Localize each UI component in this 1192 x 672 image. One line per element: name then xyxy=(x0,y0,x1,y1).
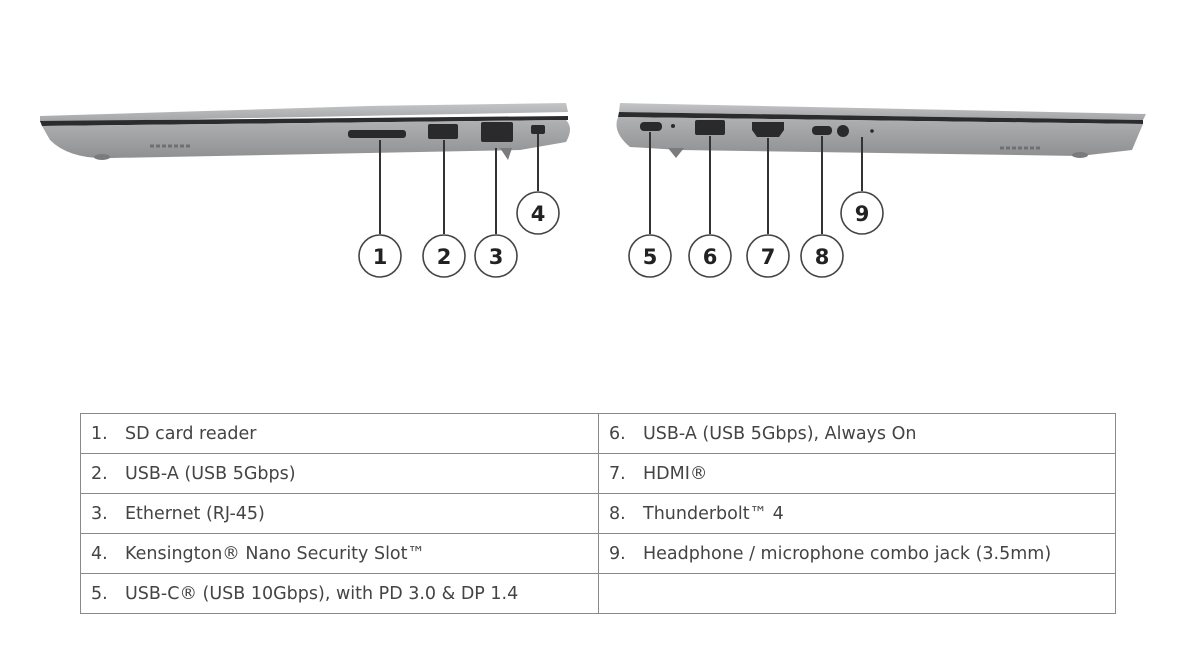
callout-3 xyxy=(474,234,518,278)
port-label: SD card reader xyxy=(125,423,257,444)
port-number: 1. xyxy=(91,423,108,444)
port-cell: 8. Thunderbolt™ 4 xyxy=(598,493,1116,534)
callout-9 xyxy=(840,191,884,235)
port-number: 3. xyxy=(91,503,108,524)
port-label: USB-A (USB 5Gbps), Always On xyxy=(643,423,917,444)
usb-c-port xyxy=(640,122,662,131)
callout-label-7: 7 xyxy=(761,245,776,269)
callout-label-6: 6 xyxy=(703,245,718,269)
callout-label-5: 5 xyxy=(643,245,658,269)
callout-1 xyxy=(358,234,402,278)
port-label: Ethernet (RJ-45) xyxy=(125,503,265,524)
laptop-right-side-view xyxy=(40,103,570,160)
table-row: 3. Ethernet (RJ-45) 8. Thunderbolt™ 4 xyxy=(80,493,1116,534)
callout-4 xyxy=(516,191,560,235)
callout-5 xyxy=(628,234,672,278)
port-label: Thunderbolt™ 4 xyxy=(643,503,784,524)
audio-jack xyxy=(837,125,849,137)
port-cell: 9. Headphone / microphone combo jack (3.5… xyxy=(598,533,1116,574)
laptop-port-diagram: 1 2 3 4 5 6 7 8 9 xyxy=(40,103,1146,278)
port-cell: 1. SD card reader xyxy=(80,413,599,454)
port-number: 9. xyxy=(609,543,626,564)
port-number: 8. xyxy=(609,503,626,524)
port-label: Kensington® Nano Security Slot™ xyxy=(125,543,426,564)
port-cell: 7. HDMI® xyxy=(598,453,1116,494)
usb-a-port xyxy=(428,124,458,139)
callout-6 xyxy=(688,234,732,278)
table-row: 1. SD card reader 6. USB-A (USB 5Gbps), Al… xyxy=(80,413,1116,454)
port-number: 4. xyxy=(91,543,108,564)
callout-label-8: 8 xyxy=(815,245,830,269)
callout-label-2: 2 xyxy=(437,245,452,269)
port-cell: 3. Ethernet (RJ-45) xyxy=(80,493,599,534)
port-number: 7. xyxy=(609,463,626,484)
callout-label-4: 4 xyxy=(531,202,546,226)
port-label: HDMI® xyxy=(643,463,708,484)
laptop-left-side-view xyxy=(616,103,1146,158)
thunderbolt-port xyxy=(812,126,832,135)
empty-cell xyxy=(598,573,1116,614)
callout-8 xyxy=(800,234,844,278)
port-number: 5. xyxy=(91,583,108,604)
port-cell: 5. USB-C® (USB 10Gbps), with PD 3.0 & DP … xyxy=(80,573,599,614)
table-row: 5. USB-C® (USB 10Gbps), with PD 3.0 & DP … xyxy=(80,573,1116,614)
port-number: 6. xyxy=(609,423,626,444)
callout-label-9: 9 xyxy=(855,202,870,226)
port-cell: 6. USB-A (USB 5Gbps), Always On xyxy=(598,413,1116,454)
hdmi-port xyxy=(752,122,784,137)
table-row: 2. USB-A (USB 5Gbps) 7. HDMI® xyxy=(80,453,1116,494)
table-row: 4. Kensington® Nano Security Slot™ 9. Head… xyxy=(80,533,1116,574)
port-cell: 2. USB-A (USB 5Gbps) xyxy=(80,453,599,494)
callout-2 xyxy=(422,234,466,278)
port-number: 2. xyxy=(91,463,108,484)
security-slot xyxy=(531,125,545,134)
port-label: USB-A (USB 5Gbps) xyxy=(125,463,296,484)
port-label: Headphone / microphone combo jack (3.5mm… xyxy=(643,543,1052,564)
usb-a-always-on-port xyxy=(695,120,725,135)
callout-label-3: 3 xyxy=(489,245,504,269)
sd-card-slot xyxy=(348,130,406,138)
ethernet-port xyxy=(481,122,513,142)
callout-7 xyxy=(746,234,790,278)
callout-label-1: 1 xyxy=(373,245,388,269)
port-cell: 4. Kensington® Nano Security Slot™ xyxy=(80,533,599,574)
port-legend-table: 1. SD card reader 6. USB-A (USB 5Gbps), Al… xyxy=(80,413,1116,614)
port-label: USB-C® (USB 10Gbps), with PD 3.0 & DP 1.… xyxy=(125,583,519,604)
